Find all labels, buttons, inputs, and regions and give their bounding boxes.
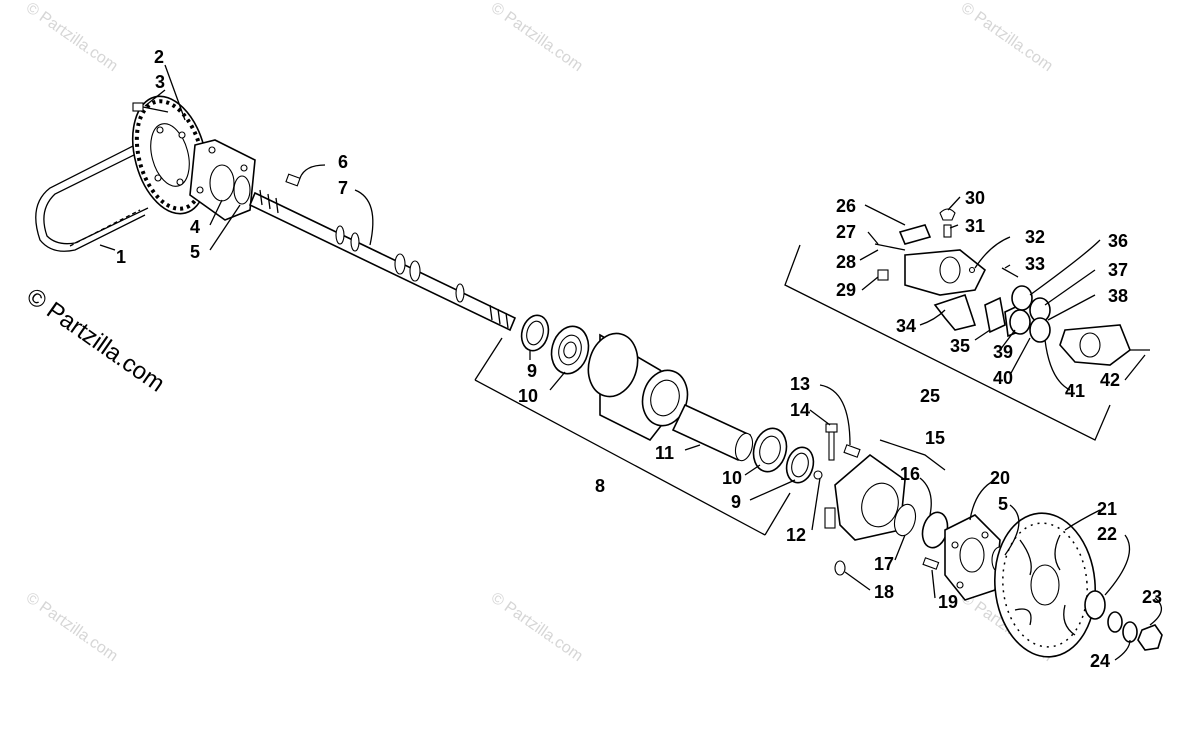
bearing-housing	[587, 332, 689, 442]
callout-40: 40	[993, 368, 1013, 388]
brake-disc-hub	[944, 514, 1001, 601]
bleeder-cap-30	[939, 208, 956, 221]
hub-bolt	[285, 173, 301, 187]
callout-25: 25	[920, 386, 940, 406]
washer-23	[1107, 611, 1123, 633]
bearing-10a	[550, 325, 590, 375]
callout-29: 29	[836, 280, 856, 300]
leader-lines	[99, 64, 1162, 661]
callout-32: 32	[1025, 227, 1045, 247]
spacer-22	[1084, 590, 1106, 620]
callout-18: 18	[874, 582, 894, 602]
callout-1: 1	[116, 247, 126, 267]
callout-34: 34	[896, 316, 916, 336]
callout-36: 36	[1108, 231, 1128, 251]
watermark-small: © Partzilla.com	[488, 0, 586, 75]
watermark-main: © Partzilla.com	[22, 283, 170, 398]
callout-42: 42	[1100, 370, 1120, 390]
callout-39: 39	[993, 342, 1013, 362]
brake-pad-spring-26	[898, 224, 932, 245]
pin-33	[1001, 267, 1019, 278]
callout-13: 13	[790, 374, 810, 394]
caliper-half-outer	[1059, 324, 1131, 366]
watermark-small: © Partzilla.com	[958, 0, 1056, 75]
callout-27: 27	[836, 222, 856, 242]
rear-axle	[248, 189, 517, 332]
callout-21: 21	[1097, 499, 1117, 519]
o-ring-16	[893, 503, 917, 537]
callout-7: 7	[338, 178, 348, 198]
callout-8: 8	[595, 476, 605, 496]
callout-17: 17	[874, 554, 894, 574]
watermark-small: © Partzilla.com	[23, 0, 121, 75]
ball-32	[968, 266, 976, 274]
callout-23: 23	[1142, 587, 1162, 607]
callout-22: 22	[1097, 524, 1117, 544]
callout-28: 28	[836, 252, 856, 272]
callout-19: 19	[938, 592, 958, 612]
bolt-19	[922, 557, 940, 570]
group-bracket-25	[784, 244, 1111, 441]
callout-31: 31	[965, 216, 985, 236]
bolt-13	[843, 444, 861, 458]
callout-9: 9	[731, 492, 741, 512]
caliper-half-inner	[904, 249, 987, 296]
callout-30: 30	[965, 188, 985, 208]
callout-15: 15	[925, 428, 945, 448]
seal-9a	[520, 314, 550, 352]
sprocket-bolt	[132, 102, 169, 113]
clip-18	[834, 560, 846, 576]
callout-5: 5	[998, 494, 1008, 514]
callout-35: 35	[950, 336, 970, 356]
group-bracket-15	[879, 439, 946, 471]
group-bracket-8	[474, 337, 503, 381]
bleeder-screw-31	[943, 224, 952, 238]
callout-20: 20	[990, 468, 1010, 488]
callout-3: 3	[155, 72, 165, 92]
bearing-10b	[752, 427, 788, 473]
group-bracket-8	[764, 492, 791, 536]
callout-37: 37	[1108, 260, 1128, 280]
callout-16: 16	[900, 464, 920, 484]
callout-33: 33	[1025, 254, 1045, 274]
group-bracket-8	[474, 379, 766, 536]
bolt-29	[877, 269, 889, 281]
o-ring	[233, 175, 251, 205]
pistons	[1009, 285, 1051, 343]
callout-labels: 1 2 3 4 5 6 7 8 9 10 11 10 9 12 13 14 15…	[116, 47, 1162, 671]
callout-5: 5	[190, 242, 200, 262]
anti-rattle-plate-34	[933, 293, 977, 331]
callout-41: 41	[1065, 381, 1085, 401]
callout-2: 2	[154, 47, 164, 67]
washer-24	[1122, 621, 1138, 643]
callout-11: 11	[655, 443, 674, 463]
brake-disc	[993, 512, 1097, 658]
watermark-small: © Partzilla.com	[23, 589, 121, 665]
callout-10: 10	[722, 468, 742, 488]
callout-38: 38	[1108, 286, 1128, 306]
spacer-tube	[671, 403, 754, 462]
callout-4: 4	[190, 217, 200, 237]
caliper-bracket	[813, 453, 906, 541]
callout-26: 26	[836, 196, 856, 216]
bolt-14	[825, 423, 838, 461]
callout-14: 14	[790, 400, 810, 420]
callout-24: 24	[1090, 651, 1110, 671]
nut-23	[1137, 624, 1163, 651]
callout-10: 10	[518, 386, 538, 406]
callout-6: 6	[338, 152, 348, 172]
callout-9: 9	[527, 361, 537, 381]
drive-chain	[35, 144, 149, 252]
watermark-small: © Partzilla.com	[488, 589, 586, 665]
seal-9b	[785, 446, 815, 484]
pin-27	[874, 243, 906, 251]
callout-12: 12	[786, 525, 806, 545]
